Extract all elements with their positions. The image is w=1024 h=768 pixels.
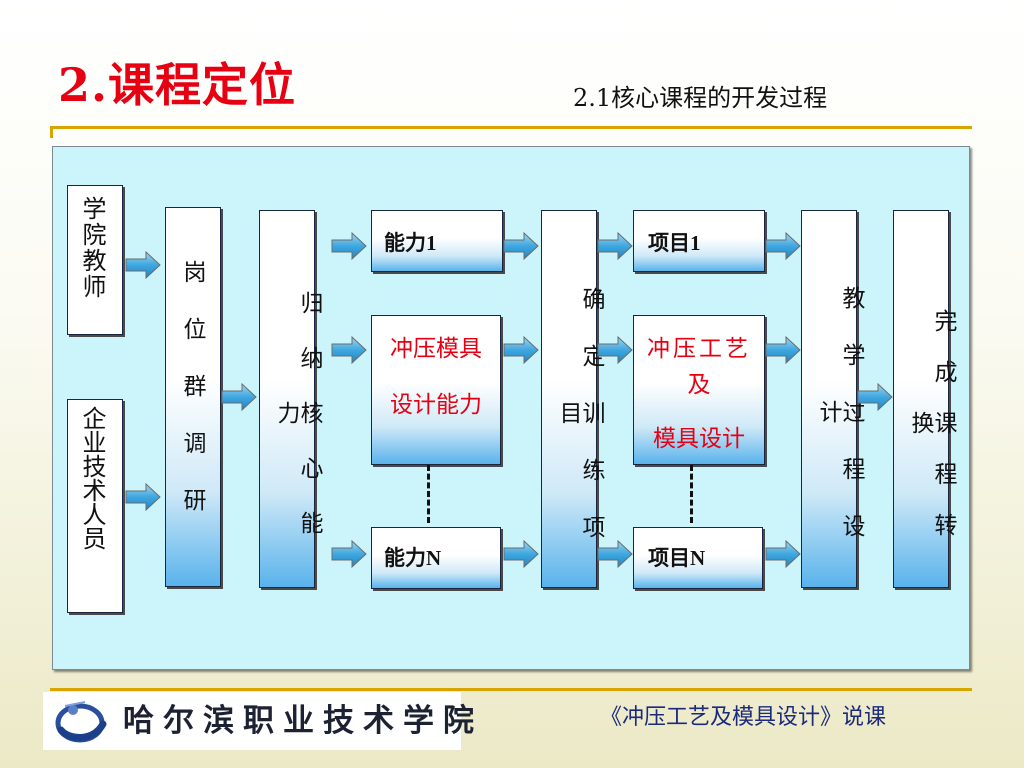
slide-subtitle: 2.1核心课程的开发过程 [573,84,828,112]
summarize-box: 归纳核心能力 [259,210,322,588]
arrow-define-to-project-1 [597,231,633,261]
bottom-divider [50,688,972,691]
project-n-label: 项目N [648,546,706,570]
define-projects-box: 确定训练项目 [541,210,604,588]
ability-ellipsis-dash [427,465,430,523]
arrow-teaching-to-complete [857,382,893,412]
arrow-summarize-to-ability-n [331,539,367,569]
project-1-box: 项目1 [633,210,765,272]
school-logo-banner: 哈尔滨职业技术学院 [43,692,474,750]
project-core-line1: 冲压工艺 [647,336,751,362]
top-divider [50,126,972,129]
complete-conversion-label: 完成课程转换 [907,308,956,564]
ability-n-label: 能力N [384,546,442,570]
arrow-survey-to-summarize [221,382,257,412]
survey-box: 岗位群调研 [165,207,221,587]
project-core-line2: 及 [687,372,711,398]
arrow-teachers-to-survey [125,250,161,280]
teaching-design-box: 教学过程设计 [801,210,864,588]
source-teachers-box: 学院教师 [67,185,123,335]
arrow-project-core-to-teaching [765,335,801,365]
school-name: 哈尔滨职业技术学院 [123,703,483,739]
arrow-summarize-to-ability-core [331,335,367,365]
school-emblem-icon [55,701,107,743]
ability-core-box: 冲压模具 设计能力 [371,315,501,465]
complete-conversion-box: 完成课程转换 [893,210,956,588]
arrow-define-to-project-core [597,335,633,365]
arrow-ability-n-to-define [503,539,539,569]
source-industry-label: 企业技术人员 [78,406,106,550]
project-1-label: 项目1 [648,231,701,255]
footer-course-title: 《冲压工艺及模具设计》说课 [600,705,887,730]
survey-label: 岗位群调研 [179,260,205,545]
arrow-summarize-to-ability-1 [331,231,367,261]
arrow-ability-1-to-define [503,231,539,261]
arrow-define-to-project-n [597,539,633,569]
ability-1-label: 能力1 [384,231,437,255]
source-industry-box: 企业技术人员 [67,399,123,613]
ability-core-line2: 设计能力 [390,392,482,418]
arrow-ability-core-to-define [503,335,539,365]
ability-1-box: 能力1 [371,210,503,272]
project-core-line3: 模具设计 [653,426,745,452]
slide-title: 2.课程定位 [58,58,297,112]
ability-core-line1: 冲压模具 [390,336,482,362]
summarize-label: 归纳核心能力 [273,290,322,566]
teaching-design-label: 教学过程设计 [815,285,864,571]
ability-n-box: 能力N [371,527,501,589]
top-divider-tick [50,126,53,138]
project-ellipsis-dash [690,465,693,523]
source-teachers-label: 学院教师 [78,196,106,300]
process-diagram-panel: 学院教师 企业技术人员 岗位群调研 归纳核心能力 能力1 冲压模具 设计能力 能… [52,146,970,670]
arrow-industry-to-survey [125,482,161,512]
arrow-project-1-to-teaching [765,231,801,261]
define-projects-label: 确定训练项目 [555,286,604,572]
arrow-project-n-to-teaching [765,539,801,569]
project-n-box: 项目N [633,527,763,589]
project-core-box: 冲压工艺 及 模具设计 [633,315,765,465]
